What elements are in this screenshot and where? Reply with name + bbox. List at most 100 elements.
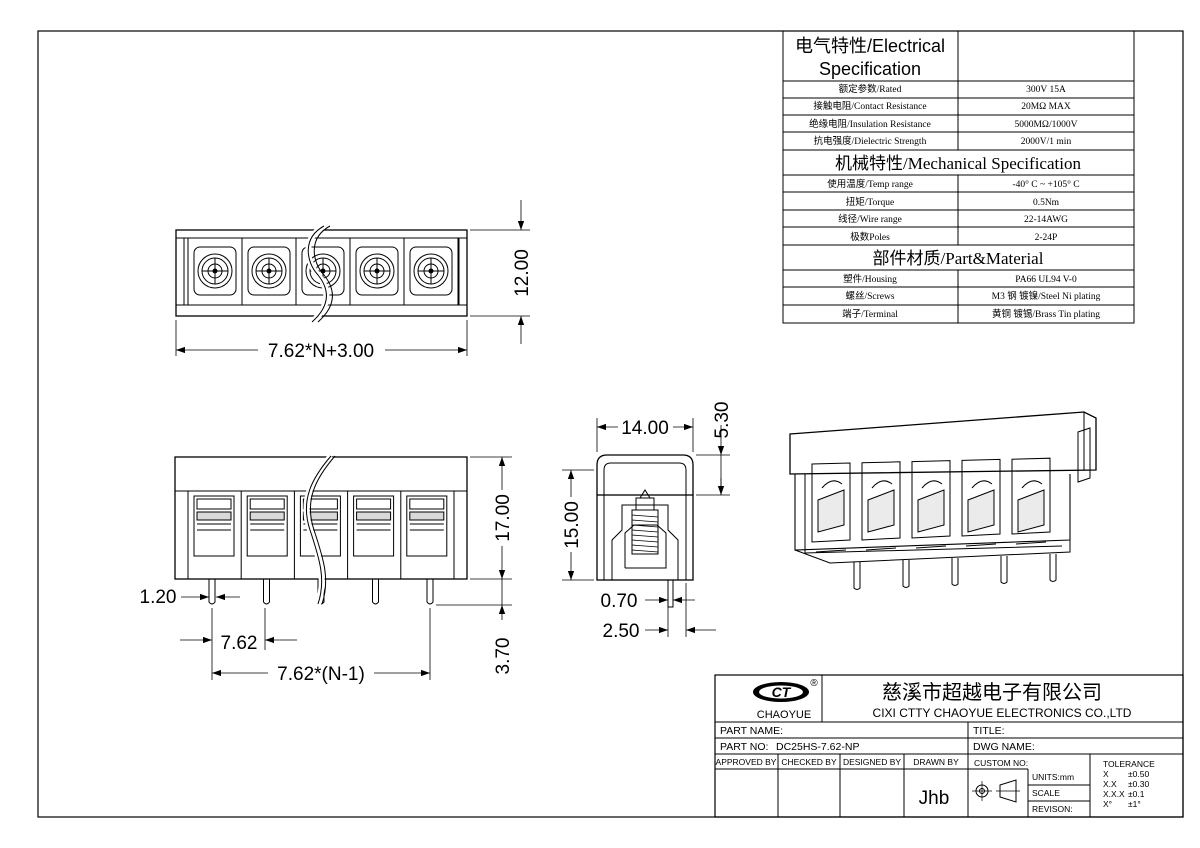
tolerance-value-3: ±1°	[1128, 799, 1141, 809]
projection-symbol-icon	[972, 779, 1020, 803]
top-screw-1	[187, 237, 243, 306]
front-pin-1	[208, 579, 216, 605]
side-view-screw-thread	[631, 514, 659, 553]
dim-side-pin: 0.70	[601, 591, 638, 612]
spec-value-insulation-resistance: 5000MΩ/1000V	[1014, 120, 1077, 130]
dim-pin-width: 1.20	[140, 587, 177, 608]
top-screw-3	[295, 237, 351, 306]
dim-side-height: 15.00	[562, 501, 583, 549]
scale-label: SCALE	[1032, 788, 1060, 798]
iso-pin-1	[853, 562, 861, 590]
spec-value-dielectric-strength: 2000V/1 min	[1021, 137, 1072, 147]
title-label: TITLE:	[973, 725, 1005, 737]
checked-by-label: CHECKED BY	[781, 757, 837, 767]
drawn-by-label: DRAWN BY	[913, 757, 959, 767]
tolerance-label: TOLERANCE	[1103, 759, 1155, 769]
spec-value-temp-range: -40° C ~ +105° C	[1012, 179, 1079, 190]
front-cell-4	[347, 491, 395, 605]
part-no-label: PART NO:	[720, 741, 768, 753]
iso-pin-3	[951, 558, 959, 586]
iso-cell-3	[911, 460, 959, 586]
title-block: CT ® CHAOYUE 慈溪市超越电子有限公司 CIXI CTTY CHAOY…	[714, 674, 1184, 818]
spec-table: 电气特性/Electrical Specification 额定参数/Rated…	[782, 30, 1135, 324]
tolerance-key-2: X.X.X	[1103, 789, 1125, 799]
tolerance-key-0: X	[1103, 769, 1109, 779]
spec-value-screws: M3 钢 镀镍/Steel Ni plating	[992, 290, 1101, 302]
side-view: 14.00 5.30 15.00 0.70 2.50	[562, 402, 733, 642]
front-view: 17.00 3.70 1.20 7.62 7.62*(N-1)	[140, 454, 514, 685]
spec-label-wire-range: 线径/Wire range	[838, 213, 902, 225]
spec-value-rated: 300V 15A	[1026, 85, 1066, 95]
spec-value-wire-range: 22-14AWG	[1024, 215, 1068, 225]
spec-label-poles: 极数Poles	[850, 231, 890, 243]
spec-label-dielectric-strength: 抗电强度/Dielectric Strength	[814, 135, 927, 147]
dim-front-height: 17.00	[493, 494, 514, 542]
top-view: 7.62*N+3.00 12.00	[175, 200, 533, 362]
iso-cell-4	[961, 458, 1008, 584]
electrical-title-en: Specification	[819, 59, 921, 79]
drawing-border	[37, 30, 1184, 818]
dim-pitch: 7.62	[221, 633, 258, 654]
dim-top-width: 7.62*N+3.00	[268, 341, 374, 362]
dim-side-width: 14.00	[621, 418, 669, 439]
mechanical-title: 机械特性/Mechanical Specification	[835, 154, 1081, 173]
isometric-cells	[811, 457, 1057, 590]
dim-pitch-total: 7.62*(N-1)	[277, 664, 365, 685]
top-screw-5	[403, 237, 459, 306]
front-pin-4	[372, 579, 379, 605]
part-name-label: PART NAME:	[720, 725, 783, 737]
designed-by-label: DESIGNED BY	[843, 757, 901, 767]
tolerance-key-1: X.X	[1103, 779, 1117, 789]
company-name-cn: 慈溪市超越电子有限公司	[882, 681, 1102, 704]
dim-top-height: 12.00	[512, 249, 533, 297]
tolerance-value-2: ±0.1	[1128, 789, 1145, 799]
iso-cell-1	[811, 462, 861, 590]
revision-label: REVISON:	[1032, 804, 1073, 814]
logo-mark: CT	[772, 684, 792, 700]
iso-cell-5	[1011, 457, 1057, 582]
spec-value-contact-resistance: 20MΩ MAX	[1021, 102, 1071, 112]
tolerance-value-0: ±0.50	[1128, 769, 1149, 779]
isometric-view	[789, 411, 1097, 590]
custom-no-label: CUSTOM NO:	[974, 758, 1028, 768]
top-screw-2	[241, 237, 297, 306]
top-view-screws	[187, 237, 459, 306]
front-pin-2	[263, 579, 270, 605]
tolerance-key-3: X°	[1103, 799, 1112, 809]
dim-pin-length: 3.70	[493, 638, 514, 675]
spec-value-terminal: 黄铜 镀锡/Brass Tin plating	[992, 308, 1100, 320]
tolerance-value-1: ±0.30	[1128, 779, 1149, 789]
spec-label-screws: 螺丝/Screws	[845, 290, 894, 302]
material-title: 部件材质/Part&Material	[873, 249, 1044, 268]
top-screw-4	[349, 237, 405, 306]
logo-registered: ®	[810, 678, 818, 689]
front-view-cells	[193, 491, 448, 605]
spec-label-insulation-resistance: 绝缘电阻/Insulation Resistance	[809, 118, 931, 130]
approved-by-label: APPROVED BY	[716, 757, 777, 767]
drawn-by-value: Jhb	[919, 788, 950, 809]
brand-name: CHAOYUE	[757, 709, 811, 721]
spec-label-torque: 扭矩/Torque	[846, 196, 894, 208]
front-cell-2	[240, 491, 288, 605]
spec-label-housing: 塑件/Housing	[843, 273, 897, 285]
dwg-name-label: DWG NAME:	[973, 741, 1035, 753]
iso-pin-5	[1049, 554, 1057, 582]
spec-label-rated: 额定参数/Rated	[839, 83, 902, 95]
dim-side-top: 5.30	[712, 402, 733, 439]
company-name-en: CIXI CTTY CHAOYUE ELECTRONICS CO.,LTD	[873, 706, 1132, 720]
part-no-value: DC25HS-7.62-NP	[776, 741, 859, 753]
units-label: UNITS:mm	[1032, 772, 1074, 782]
spec-value-torque: 0.5Nm	[1033, 198, 1060, 208]
electrical-title-cn: 电气特性/Electrical	[795, 36, 945, 56]
spec-label-temp-range: 使用温度/Temp range	[827, 178, 913, 190]
front-pin-5	[426, 579, 434, 605]
front-cell-1	[193, 495, 235, 605]
spec-label-contact-resistance: 接触电阻/Contact Resistance	[813, 100, 926, 112]
dim-side-offset: 2.50	[603, 621, 640, 642]
spec-value-housing: PA66 UL94 V-0	[1015, 275, 1077, 285]
company-logo: CT ®	[753, 678, 818, 702]
front-cell-5	[400, 491, 448, 605]
spec-label-terminal: 端子/Terminal	[842, 308, 898, 320]
iso-cell-2	[861, 461, 910, 588]
